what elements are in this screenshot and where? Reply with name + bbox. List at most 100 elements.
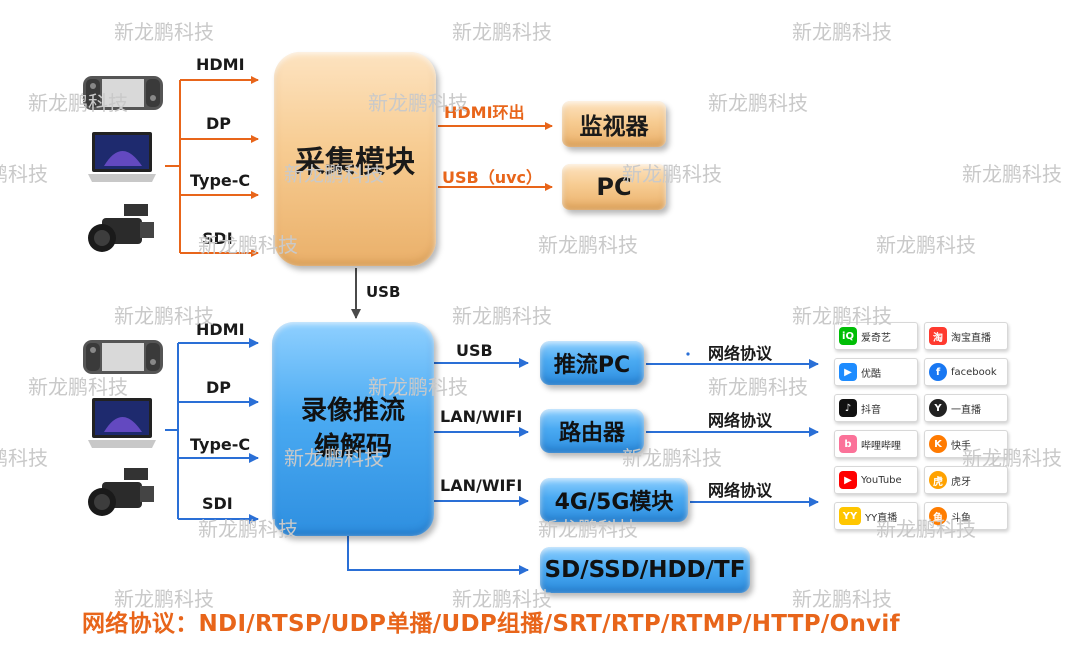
input-label-hdmi: HDMI	[196, 55, 245, 74]
watermark: 新龙鹏科技	[622, 162, 722, 186]
taobao-live-icon: 淘	[929, 327, 947, 345]
facebook-icon: f	[929, 363, 947, 381]
usb-link-label: USB	[366, 283, 401, 301]
handheld-console-icon	[82, 74, 164, 116]
storage-box: SD/SSD/HDD/TF	[540, 547, 750, 593]
watermark: 新龙鹏科技	[452, 20, 552, 44]
platform-label: 快手	[951, 440, 971, 452]
top-input-connectors	[165, 76, 553, 257]
watermark: 新龙鹏科技	[284, 162, 384, 186]
watermark: 新龙鹏科技	[708, 91, 808, 115]
watermark: 新龙鹏科技	[28, 91, 128, 115]
protocol-footer: 网络协议：NDI/RTSP/UDP单播/UDP组播/SRT/RTP/RTMP/H…	[82, 611, 900, 637]
video-camera-icon	[84, 200, 158, 262]
iqiyi-icon: iQ	[839, 327, 857, 345]
laptop-icon	[86, 130, 158, 190]
platform-taobao-live: 淘 淘宝直播	[924, 322, 1008, 350]
douyin-icon: ♪	[839, 399, 857, 417]
watermark: 新龙鹏科技	[962, 446, 1062, 470]
watermark: 新龙鹏科技	[198, 233, 298, 257]
output-link-usb: USB	[456, 341, 493, 360]
platform-facebook: f facebook	[924, 358, 1008, 386]
platform-label: 抖音	[861, 404, 881, 416]
watermark: 新龙鹏科技	[114, 20, 214, 44]
output-link-lan-wifi: LAN/WIFI	[440, 407, 523, 426]
monitor-box: 监视器	[562, 101, 666, 147]
usb-uvc-label: USB（uvc）	[442, 168, 543, 187]
kuaishou-icon: K	[929, 435, 947, 453]
codec-module-box: 录像推流 编解码	[272, 322, 434, 536]
input-label-dp: DP	[206, 114, 232, 133]
platform-douyin: ♪ 抖音	[834, 394, 918, 422]
protocol-label-1: 网络协议	[708, 344, 773, 363]
input-label-type-c-2: Type-C	[190, 435, 251, 454]
platform-yy-live: YY YY直播	[834, 502, 918, 530]
watermark: 新龙鹏科技	[368, 91, 468, 115]
platform-label: facebook	[951, 366, 997, 378]
platform-youku: ▶ 优酷	[834, 358, 918, 386]
pc-box: PC	[562, 164, 666, 210]
platform-label: 哔哩哔哩	[861, 440, 901, 452]
platform-douyu: 鱼 斗鱼	[924, 502, 1008, 530]
watermark: 新龙鹏科技	[538, 233, 638, 257]
watermark: 新龙鹏科技	[198, 517, 298, 541]
handheld-console-icon	[82, 338, 164, 380]
platform-bilibili: b 哔哩哔哩	[834, 430, 918, 458]
codec-title-line1: 录像推流	[300, 396, 405, 426]
youtube-icon: ▶	[839, 471, 857, 489]
platform-yizhibo: Y 一直播	[924, 394, 1008, 422]
push-stream-pc-box: 推流PC	[540, 341, 644, 385]
input-label-sdi: SDI	[202, 229, 233, 248]
protocol-label-2: 网络协议	[708, 411, 773, 430]
video-camera-icon	[84, 464, 158, 526]
youku-icon: ▶	[839, 363, 857, 381]
huya-icon: 虎	[929, 471, 947, 489]
watermark: 新龙鹏科技	[368, 375, 468, 399]
hdmi-loop-label: HDMI环出	[444, 103, 525, 122]
platform-youtube: ▶ YouTube	[834, 466, 918, 494]
input-label-hdmi-2: HDMI	[196, 320, 245, 339]
yy-live-icon: YY	[839, 507, 861, 525]
platform-kuaishou: K 快手	[924, 430, 1008, 458]
laptop-icon	[86, 396, 158, 456]
yizhibo-icon: Y	[929, 399, 947, 417]
platform-iqiyi: iQ 爱奇艺	[834, 322, 918, 350]
watermark: 新龙鹏科技	[28, 375, 128, 399]
watermark: 新龙鹏科技	[284, 446, 384, 470]
watermark: 新龙鹏科技	[876, 517, 976, 541]
platform-label: 优酷	[861, 368, 881, 380]
platform-label: 斗鱼	[951, 512, 971, 524]
watermark: 新龙鹏科技	[452, 587, 552, 611]
platform-label: YouTube	[861, 474, 902, 486]
watermark: 新龙鹏科技	[114, 587, 214, 611]
platform-huya: 虎 虎牙	[924, 466, 1008, 494]
watermark: 新龙鹏科技	[876, 233, 976, 257]
watermark: 新龙鹏科技	[622, 446, 722, 470]
platform-label: YY直播	[865, 512, 898, 524]
output-link-lan-wifi-2: LAN/WIFI	[440, 476, 523, 495]
router-box: 路由器	[540, 409, 644, 453]
platform-label: 一直播	[951, 404, 981, 416]
watermark: 新龙鹏科技	[792, 20, 892, 44]
platform-label: 爱奇艺	[861, 332, 891, 344]
protocol-label-3: 网络协议	[708, 481, 773, 500]
capture-module-box: 采集模块	[274, 52, 436, 266]
watermark: 新龙鹏科技	[452, 304, 552, 328]
watermark: 新龙鹏科技	[0, 446, 48, 470]
cellular-module-box: 4G/5G模块	[540, 478, 688, 522]
input-label-sdi-2: SDI	[202, 494, 233, 513]
watermark: 新龙鹏科技	[538, 517, 638, 541]
watermark: 新龙鹏科技	[792, 587, 892, 611]
platform-label: 淘宝直播	[951, 332, 991, 344]
douyu-icon: 鱼	[929, 507, 947, 525]
watermark: 新龙鹏科技	[0, 162, 48, 186]
platform-label: 虎牙	[951, 476, 971, 488]
bottom-input-connectors	[165, 338, 819, 575]
input-label-dp-2: DP	[206, 378, 232, 397]
input-label-type-c: Type-C	[190, 171, 251, 190]
codec-title-line2: 编解码	[313, 432, 392, 462]
watermark: 新龙鹏科技	[792, 304, 892, 328]
bilibili-icon: b	[839, 435, 857, 453]
watermark: 新龙鹏科技	[962, 162, 1062, 186]
